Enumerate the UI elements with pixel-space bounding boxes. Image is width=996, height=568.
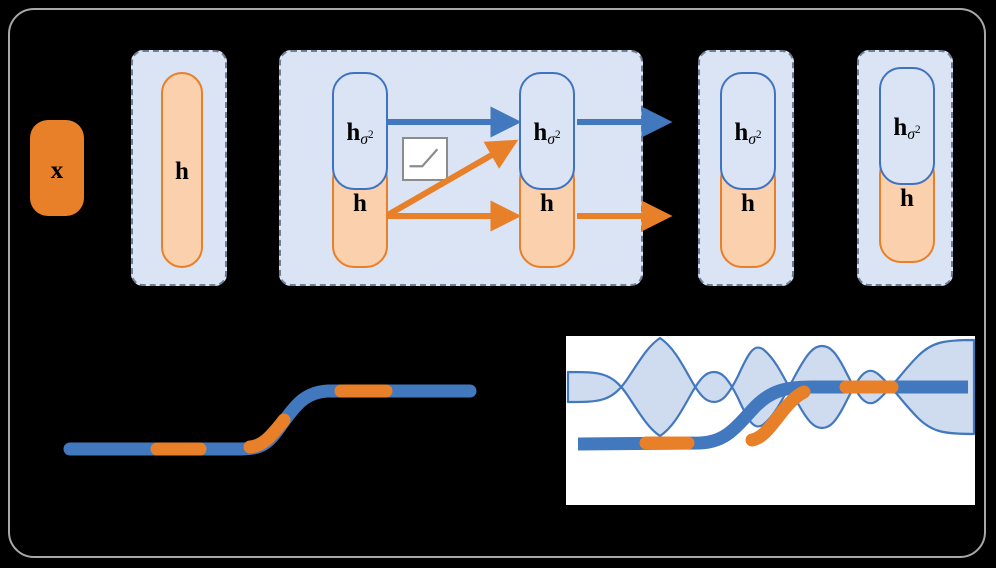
- output-layer-stacked[interactable]: h hσ2: [879, 67, 935, 263]
- variance-subscript: σ2: [907, 124, 921, 144]
- uncertainty-band-area: [566, 336, 976, 438]
- relu-curve-path: [409, 148, 438, 168]
- hidden-layer-3-variance-label: hσ2: [521, 120, 573, 148]
- hidden-layer-2-stacked[interactable]: h hσ2: [332, 72, 388, 268]
- layer-group-1[interactable]: h: [131, 50, 227, 286]
- hidden-layer-4-variance-label: hσ2: [722, 120, 774, 148]
- output-layer-variance-label: hσ2: [881, 115, 933, 143]
- mean-curve-orange-segment-2: [243, 413, 291, 454]
- hidden-layer-2-variance[interactable]: hσ2: [332, 72, 388, 190]
- variance-base: h: [893, 114, 908, 141]
- variance-subscript: σ2: [748, 129, 762, 149]
- hidden-layer-3-variance[interactable]: hσ2: [519, 72, 575, 190]
- uncertainty-orange-segment-2: [745, 385, 811, 447]
- hidden-layer-3-stacked[interactable]: h hσ2: [519, 72, 575, 268]
- hidden-layer-2-mean-label: h: [353, 190, 367, 217]
- hidden-layer-4-mean-label: h: [741, 190, 755, 217]
- hidden-layer-4-stacked[interactable]: h hσ2: [720, 72, 776, 268]
- variance-base: h: [734, 119, 749, 146]
- hidden-layer-2-variance-label: hσ2: [334, 120, 386, 148]
- hidden-layer-1[interactable]: h: [161, 72, 203, 268]
- arrow-mean-to-variance: [384, 139, 519, 219]
- variance-base: h: [346, 119, 361, 146]
- hidden-layer-3-mean-label: h: [540, 190, 554, 217]
- output-layer-mean-label: h: [900, 185, 914, 212]
- relu-activation-icon[interactable]: [402, 137, 448, 181]
- hidden-layer-4-variance[interactable]: hσ2: [720, 72, 776, 190]
- layer-group-2[interactable]: h hσ2 h hσ2: [279, 50, 643, 286]
- uncertainty-mean-line: [577, 380, 968, 451]
- variance-subscript: σ2: [360, 129, 374, 149]
- variance-subscript: σ2: [547, 129, 561, 149]
- variance-base: h: [533, 119, 548, 146]
- output-layer-variance[interactable]: hσ2: [879, 67, 935, 185]
